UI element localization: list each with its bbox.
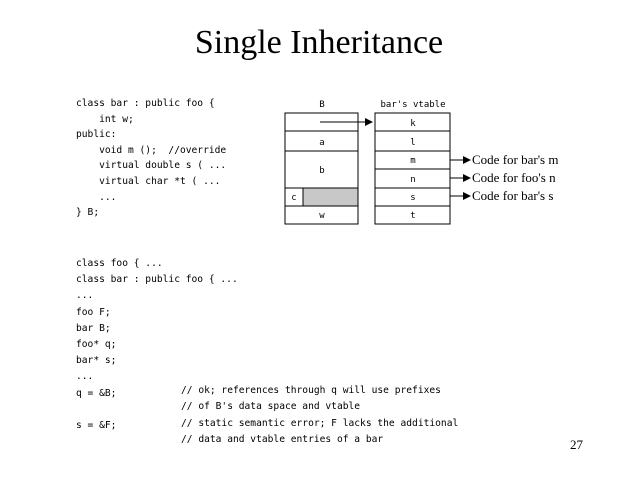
vtable-entry: m (410, 156, 415, 166)
code-line: q = &B; (76, 387, 117, 399)
code-ref-label: Code for bar's m (472, 152, 558, 167)
code-line: s = &F; (76, 419, 117, 431)
field-label: w (319, 211, 325, 221)
code-line: class foo { ... (76, 258, 163, 269)
vtable-entry: l (410, 138, 415, 148)
slide-title: Single Inheritance (194, 24, 444, 61)
code-block-class-definition: class bar : public foo { int w; public: v… (76, 96, 226, 221)
code-line: ... (76, 191, 117, 203)
code-line: ... (76, 371, 94, 383)
code-comment: // ok; references through q will use pre… (181, 385, 441, 396)
code-ref-label: Code for foo's n (472, 170, 556, 185)
code-line: bar B; (76, 322, 111, 334)
vtable-entry: n (410, 175, 415, 185)
code-line: } B; (76, 207, 100, 219)
field-label: a (319, 138, 324, 148)
code-comment: // of B's data space and vtable (181, 401, 361, 412)
code-line: foo F; (76, 306, 111, 318)
code-comment: // static semantic error; F lacks the ad… (181, 418, 459, 429)
code-ref-label: Code for bar's s (472, 188, 553, 203)
vtable-entry-box (374, 205, 451, 225)
field-label: c (291, 193, 296, 203)
code-block-usage: class foo { ... class bar : public foo { … (76, 256, 238, 450)
object-label: B (319, 100, 324, 110)
code-line: virtual char *t ( ... (76, 175, 221, 187)
code-line: virtual double s ( ... (76, 160, 227, 172)
code-line: bar* s; (76, 355, 117, 367)
page-number: 27 (570, 437, 583, 452)
field-w-box (284, 205, 359, 225)
code-line: ... (76, 290, 94, 302)
vtable-entry: k (410, 119, 416, 129)
code-line: public: (76, 129, 117, 141)
vtable-label: bar's vtable (380, 100, 445, 110)
code-line: class bar : public foo { ... (76, 274, 238, 286)
code-line: class bar : public foo { (76, 98, 215, 109)
code-line: foo* q; (76, 338, 117, 350)
code-comment: // data and vtable entries of a bar (181, 434, 384, 445)
field-label: b (319, 166, 324, 176)
code-line: int w; (76, 113, 134, 125)
code-line: void m (); //override (76, 144, 227, 156)
padding-box (302, 187, 359, 207)
vtable-entry: t (410, 211, 415, 221)
vtable-entry: s (410, 193, 415, 203)
